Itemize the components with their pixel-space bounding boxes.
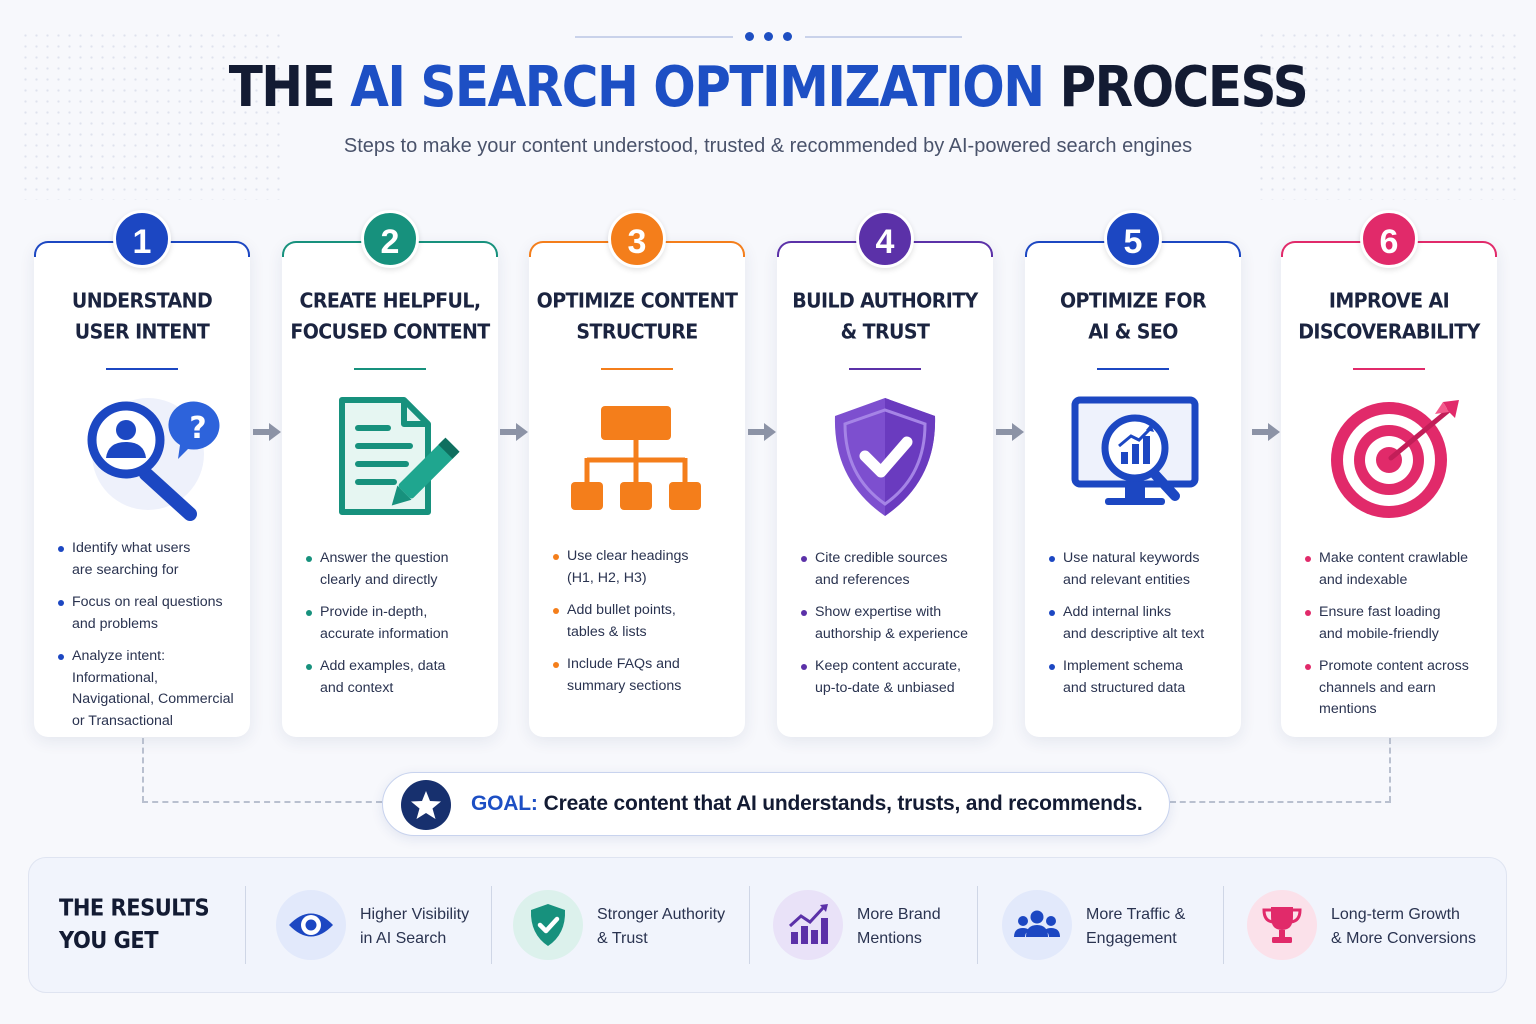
arrow-right-icon (253, 423, 281, 441)
page-title: THE AI SEARCH OPTIMIZATION PROCESS (228, 54, 1309, 120)
step-number-badge: 3 (608, 210, 666, 268)
list-item: Analyze intent: Informational,Navigation… (58, 646, 244, 732)
users-group-icon (1002, 890, 1072, 960)
title-ornament (0, 28, 1536, 48)
list-item: Add bullet points,tables & lists (553, 600, 739, 643)
monitor-analytics-icon (1071, 396, 1199, 505)
connector-line (142, 738, 144, 802)
growth-chart-icon (773, 890, 843, 960)
list-item: Keep content accurate,up-to-date & unbia… (801, 656, 987, 699)
shield-check-icon (834, 398, 936, 516)
arrow-right-icon (1252, 423, 1280, 441)
magnifier-user-question-icon: ? (87, 398, 220, 521)
document-pencil-icon (339, 397, 460, 515)
step-title: CREATE HELPFUL,FOCUSED CONTENT (290, 288, 490, 344)
hierarchy-icon (571, 406, 701, 510)
page-subtitle: Steps to make your content understood, t… (343, 135, 1193, 157)
shield-check-icon (513, 890, 583, 960)
step-number-badge: 4 (856, 210, 914, 268)
step-title: BUILD AUTHORITY& TRUST (792, 288, 978, 344)
decorative-dot-grid (20, 30, 280, 200)
trophy-icon (1247, 890, 1317, 960)
list-item: Provide in-depth,accurate information (306, 602, 492, 645)
target-arrow-icon (1331, 400, 1459, 518)
goal-text: GOAL:Create content that AI understands,… (471, 792, 1143, 815)
step-card-2: 2 CREATE HELPFUL,FOCUSED CONTENT Answer … (282, 210, 498, 737)
step-number-badge: 1 (113, 210, 171, 268)
step-number-badge: 2 (361, 210, 419, 268)
eye-icon (276, 890, 346, 960)
connector-line (142, 801, 382, 803)
arrow-right-icon (748, 423, 776, 441)
step-number-badge: 5 (1104, 210, 1162, 268)
goal-banner: GOAL:Create content that AI understands,… (382, 772, 1170, 836)
arrow-right-icon (996, 423, 1024, 441)
step-card-4: 4 BUILD AUTHORITY& TRUST Cite credible s… (777, 210, 993, 737)
arrow-right-icon (500, 423, 528, 441)
star-icon (401, 780, 451, 830)
step-bullet-list: Use clear headings(H1, H2, H3) Add bulle… (553, 546, 739, 708)
connector-line (1170, 801, 1391, 803)
svg-text:?: ? (189, 411, 206, 446)
step-number-badge: 6 (1360, 210, 1418, 268)
connector-line (1389, 738, 1391, 802)
decorative-dot-grid (1256, 30, 1516, 200)
list-item: Use clear headings(H1, H2, H3) (553, 546, 739, 589)
